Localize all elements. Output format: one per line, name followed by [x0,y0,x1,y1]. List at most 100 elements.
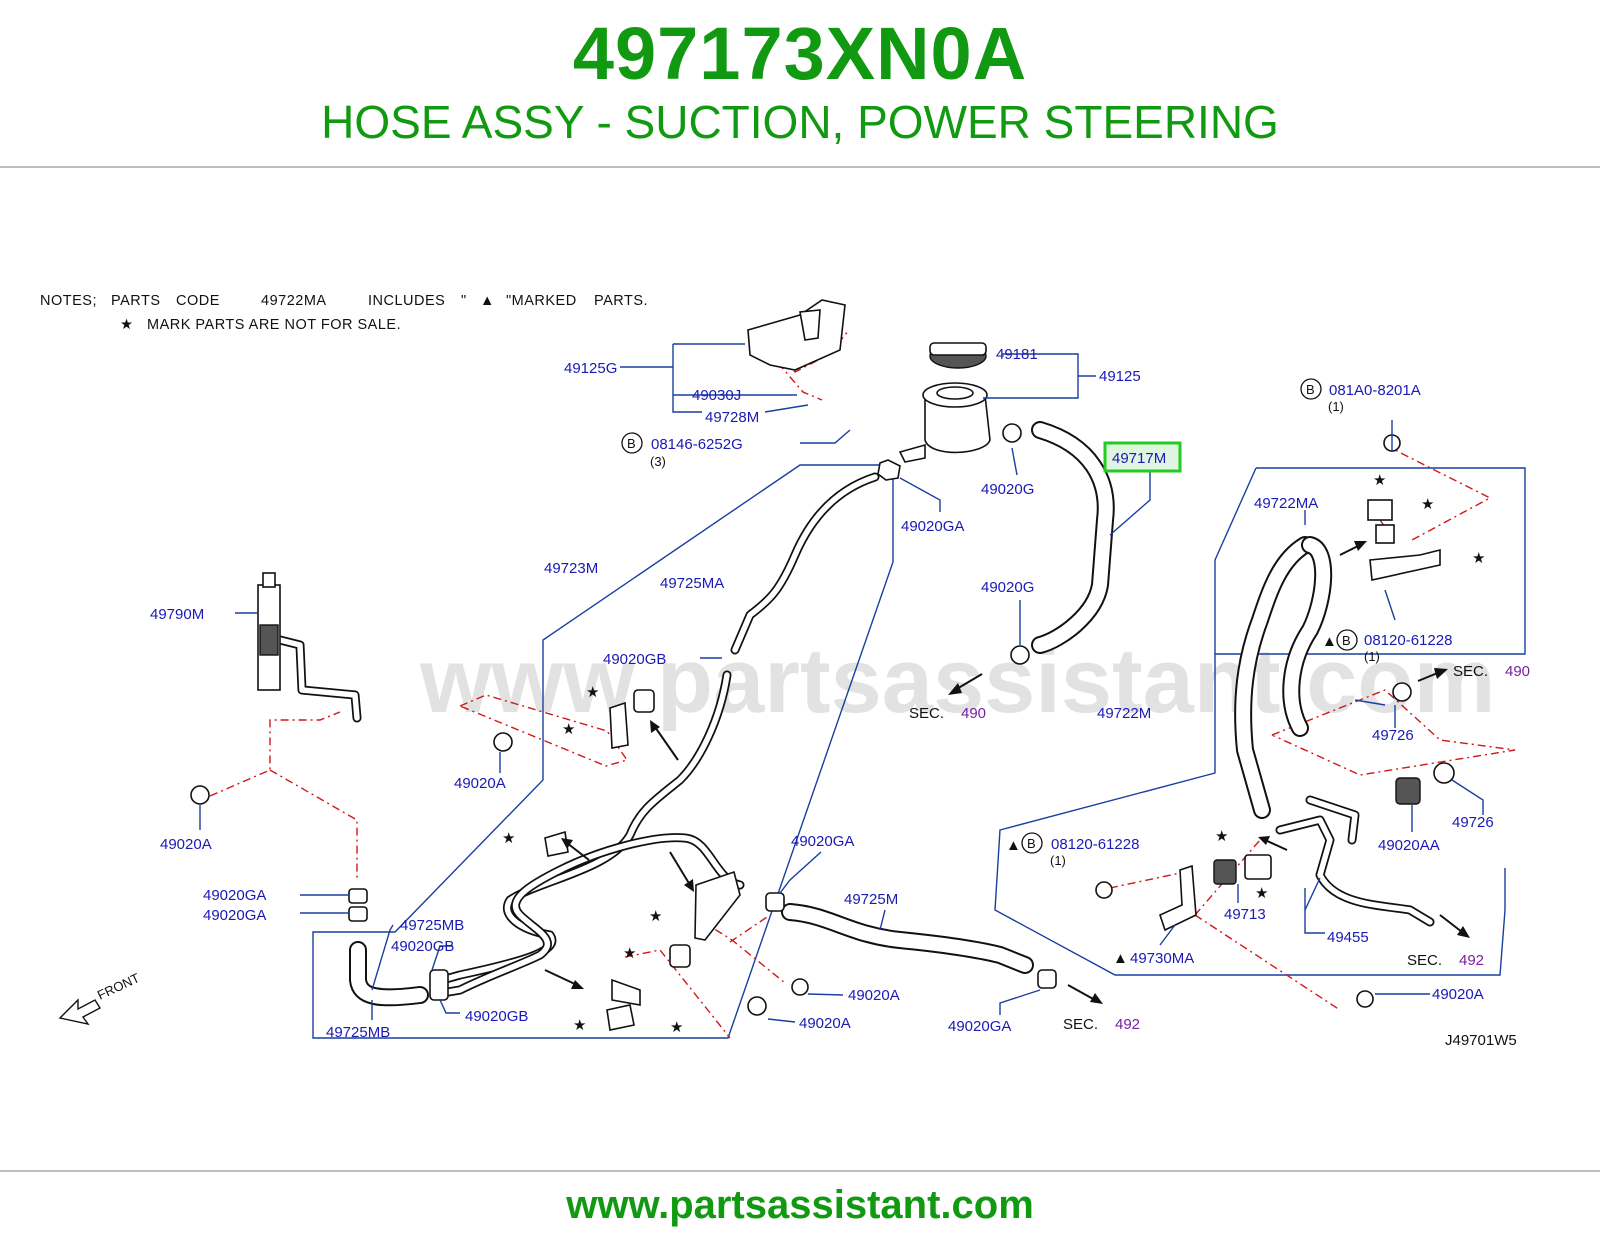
bolt-mark-letter: B [1027,836,1036,851]
footer-url[interactable]: www.partsassistant.com [566,1183,1034,1227]
label-08120-a-qty: (1) [1364,649,1380,664]
nut-49020GA-top [877,459,901,481]
pipe-49790M [275,635,362,723]
label-49725MA[interactable]: 49725MA [660,575,724,592]
label-49725MB-b[interactable]: 49725MB [326,1024,390,1041]
bolt-mark-letter: B [1306,382,1315,397]
diagram-id: J49701W5 [1445,1032,1517,1049]
label-49030J[interactable]: 49030J [692,387,741,404]
bolt-mark-icon [1300,378,1322,400]
notes-marked-word: "MARKED [506,293,577,309]
notes-includes-word: INCLUDES [368,293,445,309]
label-49723M[interactable]: 49723M [544,560,598,577]
label-49713[interactable]: 49713 [1224,906,1266,923]
sec-ref-492-a[interactable]: 492 [1115,1016,1140,1033]
pipe-49725MB [349,941,429,1007]
label-49020GA-1[interactable]: 49020GA [203,887,266,904]
label-49020A-a[interactable]: 49020A [454,775,506,792]
label-49020A-b[interactable]: 49020A [160,836,212,853]
star-mark-icon: ★ [562,721,575,738]
triangle-mark-icon: ▲ [1113,950,1128,967]
bracket-49730MA [1159,864,1197,932]
label-49125G[interactable]: 49125G [564,360,617,377]
pipe-49725M [781,903,1034,974]
grommet-49020GB [429,689,691,1001]
front-arrow-icon [58,998,101,1026]
label-49725MB-a[interactable]: 49725MB [400,917,464,934]
bolt-mark-letter: B [627,436,636,451]
label-49125[interactable]: 49125 [1099,368,1141,385]
label-49730MA[interactable]: 49730MA [1130,950,1194,967]
sec-ref-490-a[interactable]: 490 [961,705,986,722]
label-49020AA[interactable]: 49020AA [1378,837,1440,854]
star-mark-icon: ★ [623,945,636,962]
label-49020GB-top[interactable]: 49020GB [603,651,666,668]
label-49722M[interactable]: 49722M [1097,705,1151,722]
label-49020GA-bottom[interactable]: 49020GA [948,1018,1011,1035]
label-08120-b-qty: (1) [1050,853,1066,868]
label-49725M[interactable]: 49725M [844,891,898,908]
notes-code-word: CODE [176,293,220,309]
sec-ref-490-b[interactable]: 490 [1505,663,1530,680]
pipe-49723M [437,670,745,998]
label-08120-61228-b[interactable]: 08120-61228 [1051,836,1139,853]
label-49181[interactable]: 49181 [996,346,1038,363]
label-081A0-qty: (1) [1328,399,1344,414]
label-08120-61228-a[interactable]: 08120-61228 [1364,632,1452,649]
nut-49020GA-left [348,888,368,922]
pipe-49725MA [730,472,880,655]
star-mark-icon: ★ [120,317,134,333]
triangle-mark-icon: ▲ [1322,633,1337,650]
label-49020GA-2[interactable]: 49020GA [203,907,266,924]
sec-label-492-a: SEC. [1063,1016,1098,1033]
notes-parts-word: PARTS [111,293,161,309]
notes-parts-end: PARTS. [594,293,648,309]
star-mark-icon: ★ [586,684,599,701]
label-49020GB-b[interactable]: 49020GB [465,1008,528,1025]
label-08146-6252G[interactable]: 08146-6252G [651,436,743,453]
footer-divider [0,1170,1600,1172]
label-49020G-top[interactable]: 49020G [981,481,1034,498]
leader-lines [199,343,1484,1023]
label-49726-a[interactable]: 49726 [1372,727,1414,744]
bolt-mark-letter: B [1342,633,1351,648]
sec-ref-492-b[interactable]: 492 [1459,952,1484,969]
front-label: FRONT [95,970,142,1003]
label-49020GA-mid[interactable]: 49020GA [791,833,854,850]
label-49726-b[interactable]: 49726 [1452,814,1494,831]
triangle-mark-icon: ▲ [1006,837,1021,854]
bracket-49713 [1213,854,1272,885]
nut-49020GA-bottom [1037,969,1057,989]
label-49020A-c[interactable]: 49020A [848,987,900,1004]
sec-label-490-b: SEC. [1453,663,1488,680]
label-49728M[interactable]: 49728M [705,409,759,426]
highlight-box [1103,441,1182,473]
label-49790M[interactable]: 49790M [150,606,204,623]
clips-star [544,701,741,1031]
header-divider [0,166,1600,168]
notes-open-quote: " [461,293,467,309]
label-49020A-d[interactable]: 49020A [799,1015,851,1032]
star-mark-icon: ★ [1215,828,1228,845]
pump-49790M [257,572,281,691]
label-08146-qty: (3) [650,454,666,469]
label-49717M-highlighted[interactable]: 49717M [1112,450,1166,467]
direction-arrows [544,541,1470,1004]
label-49020A-e[interactable]: 49020A [1432,986,1484,1003]
bolt-08120-left [1095,881,1113,899]
label-081A0-8201A[interactable]: 081A0-8201A [1329,382,1421,399]
sec-label-490-a: SEC. [909,705,944,722]
notes-block: NOTES; PARTS CODE 49722MA INCLUDES " ▲ "… [40,293,648,333]
label-49020GA-top[interactable]: 49020GA [901,518,964,535]
star-mark-icon: ★ [1421,496,1434,513]
label-49722MA[interactable]: 49722MA [1254,495,1318,512]
star-mark-icon: ★ [1255,885,1268,902]
label-49455[interactable]: 49455 [1327,929,1369,946]
label-49020GB-a[interactable]: 49020GB [391,938,454,955]
page-header: 497173XN0A HOSE ASSY - SUCTION, POWER ST… [0,0,1600,170]
washers-49726 [1392,682,1455,784]
group-outlines [312,464,1526,1039]
hose-49717M [1031,421,1115,654]
label-49020G-bottom[interactable]: 49020G [981,579,1034,596]
